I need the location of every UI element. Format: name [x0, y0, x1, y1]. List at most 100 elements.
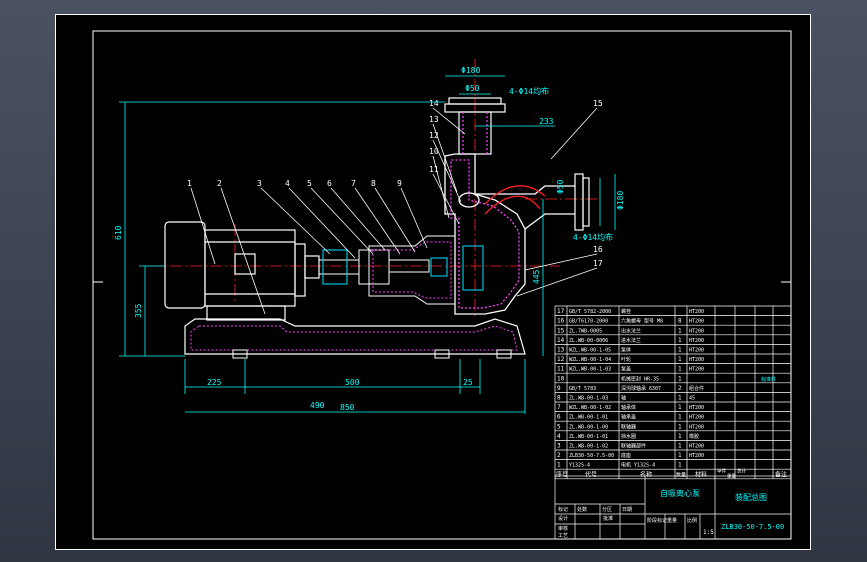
table-cell-name: 联轴器: [621, 423, 636, 430]
part-number-1: 1: [187, 179, 192, 188]
table-cell-name: 泵体: [621, 347, 631, 354]
leader-line: [190, 187, 216, 265]
part-number-3: 3: [257, 179, 262, 188]
leader-line: [330, 187, 386, 251]
part-number-4: 4: [285, 179, 290, 188]
table-header-material: 材料: [695, 470, 707, 478]
part-number-11: 11: [429, 165, 439, 174]
dim-total-length: 850: [340, 403, 355, 412]
title-block: [554, 475, 792, 540]
table-cell-qty: 1: [678, 423, 682, 430]
leader-line: [524, 253, 598, 271]
leader-line: [432, 155, 450, 219]
table-cell-code: ZL.WB-00-1-00: [569, 424, 608, 430]
leader-line: [288, 187, 356, 259]
dim-side-flange: Φ180: [616, 191, 625, 210]
table-cell-code: ZL.WB-00-1-01: [569, 415, 608, 421]
table-cell-name: 六角螺母 型号 M8: [621, 318, 663, 325]
drawing-name: 装配总图: [735, 492, 767, 502]
table-cell-no: 7: [557, 404, 561, 411]
table-cell-material: HT200: [689, 424, 704, 430]
part-number-10: 10: [429, 147, 439, 156]
sheet-border: [55, 14, 811, 550]
dim-side-bore: Φ50: [556, 179, 565, 194]
table-cell-code: ZL.7WB-0005: [569, 328, 602, 334]
table-cell-name: 联轴器部件: [621, 443, 646, 450]
leader-line: [374, 187, 416, 253]
pump-casing: [444, 153, 575, 315]
table-cell-name: 电机 Y132S-4: [621, 462, 655, 469]
table-cell-no: 13: [557, 347, 565, 354]
table-cell-qty: 2: [678, 385, 682, 392]
table-cell-qty: 1: [678, 443, 682, 450]
tb-label-zone: 分区: [602, 506, 612, 513]
table-cell-name: 轴承体: [621, 404, 636, 411]
table-cell-name: 深沟球轴承 6307: [621, 385, 661, 392]
dim-top-bore: Φ50: [465, 84, 480, 93]
table-cell-qty: 1: [678, 347, 682, 354]
tb-label-review: 审核: [558, 525, 568, 532]
table-cell-name: 泵盖: [621, 366, 631, 373]
table-cell-name: 出水法兰: [621, 327, 641, 334]
table-cell-name: 进水法兰: [621, 337, 641, 344]
table-cell-name: 螺栓: [621, 308, 631, 315]
table-cell-qty: 1: [678, 414, 682, 421]
table-cell-no: 17: [557, 308, 565, 315]
table-header-qty: 数量: [676, 471, 686, 478]
table-cell-code: ZL.WB-00-1-02: [569, 444, 608, 450]
drawing-number: ZLB30-50-7.5-00: [721, 523, 784, 531]
table-cell-no: 14: [557, 337, 565, 344]
table-cell-qty: 1: [678, 395, 682, 402]
part-number-15: 15: [593, 99, 603, 108]
dim-base-left: 225: [207, 378, 222, 387]
leader-line: [432, 107, 466, 135]
table-cell-name: 轴承盖: [621, 414, 636, 421]
table-cell-material: 组合件: [689, 385, 704, 392]
table-cell-qty: 1: [678, 462, 682, 469]
table-header-name: 名称: [640, 470, 652, 478]
part-number-17: 17: [593, 259, 603, 268]
part-number-9: 9: [397, 179, 402, 188]
table-cell-code: ZL.WB-00-1-01: [569, 434, 608, 440]
table-cell-code: WZL.WB-00-1-05: [569, 348, 611, 354]
tb-label-weight: 重量: [667, 517, 677, 524]
part-number-2: 2: [217, 179, 222, 188]
leader-line: [516, 267, 598, 297]
table-cell-code: GB/T 5783: [569, 386, 596, 392]
table-cell-name: 叶轮: [621, 356, 631, 363]
pump-base: [184, 318, 526, 359]
table-cell-code: ZL.WB-00-0006: [569, 338, 608, 344]
dim-total-height: 610: [114, 225, 123, 240]
tb-label-process: 工艺: [558, 533, 568, 539]
part-number-6: 6: [327, 179, 332, 188]
dim-outlet-offset: 233: [539, 117, 554, 126]
table-header-unit: 单件: [717, 467, 726, 474]
table-cell-no: 11: [557, 366, 565, 373]
table-cell-name: 轴: [621, 395, 626, 402]
dim-base-right: 25: [463, 378, 473, 387]
table-cell-no: 4: [557, 433, 561, 440]
dimension-lines: [119, 75, 616, 414]
dimension-texts: Φ180 Φ50 4-Φ14均布 233 Φ50 Φ180 4-Φ14均布 61…: [114, 66, 625, 412]
table-cell-material: HT200: [689, 328, 704, 334]
impeller: [430, 245, 484, 291]
table-cell-code: WZL.WB-00-1-02: [569, 405, 611, 411]
table-header-no: 序号: [556, 470, 568, 478]
scale-value: 1:5: [703, 529, 714, 536]
leader-line: [354, 187, 401, 255]
table-cell-qty: 1: [678, 337, 682, 344]
leader-line: [400, 187, 428, 249]
tb-label-design: 设计: [558, 515, 568, 522]
table-cell-code: WZL.WB-00-1-04: [569, 357, 611, 363]
table-header-remark: 备注: [775, 470, 787, 478]
table-cell-code: GB/T6170-2000: [569, 319, 608, 325]
table-cell-code: ZL.WB-00-1-03: [569, 396, 608, 402]
table-cell-qty: 1: [678, 356, 682, 363]
table-cell-material: HT200: [689, 444, 704, 450]
part-number-7: 7: [351, 179, 356, 188]
shaft-coupling: [318, 249, 430, 285]
part-number-12: 12: [429, 131, 439, 140]
